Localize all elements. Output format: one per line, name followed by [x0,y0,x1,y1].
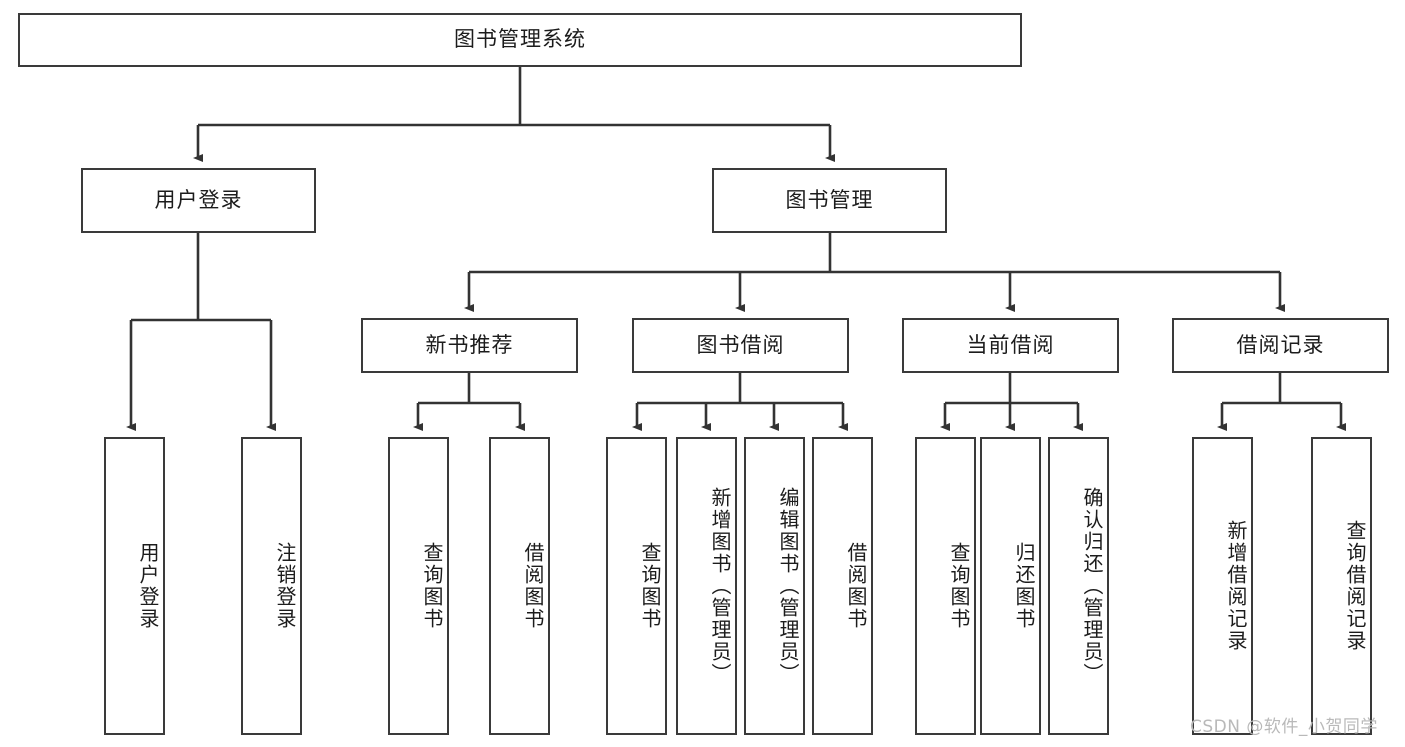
leaf-current-confirm-return-admin[interactable]: 确认归还（管理员） [1048,437,1109,735]
node-label: 查询图书 [420,542,444,630]
csdn-watermark: CSDN @软件_小贺同学 [1190,717,1378,737]
node-new-book-recommend[interactable]: 新书推荐 [361,318,578,373]
node-label: 新增借阅记录 [1224,520,1248,652]
leaf-record-query[interactable]: 查询借阅记录 [1311,437,1372,735]
node-borrow-record[interactable]: 借阅记录 [1172,318,1389,373]
node-user-login[interactable]: 用户登录 [81,168,316,233]
node-label: 新书推荐 [425,332,514,357]
leaf-current-query-book[interactable]: 查询图书 [915,437,976,735]
node-label: 图书管理系统 [454,27,586,52]
leaf-borrow-add-book-admin[interactable]: 新增图书（管理员） [676,437,737,735]
leaf-borrow-edit-book-admin[interactable]: 编辑图书（管理员） [744,437,805,735]
node-label: 注销登录 [273,542,297,630]
node-label: 借阅记录 [1236,332,1325,357]
node-label: 确认归还（管理员） [1080,487,1104,685]
node-label: 当前借阅 [966,332,1055,357]
node-book-borrow[interactable]: 图书借阅 [632,318,849,373]
node-label: 用户登录 [154,187,243,212]
leaf-new-book-query[interactable]: 查询图书 [388,437,449,735]
leaf-new-book-borrow[interactable]: 借阅图书 [489,437,550,735]
node-root-system[interactable]: 图书管理系统 [18,13,1022,67]
node-label: 查询图书 [638,542,662,630]
leaf-user-logout[interactable]: 注销登录 [241,437,302,735]
leaf-borrow-borrow-book[interactable]: 借阅图书 [812,437,873,735]
node-label: 编辑图书（管理员） [776,487,800,685]
node-label: 归还图书 [1012,542,1036,630]
node-label: 新增图书（管理员） [708,487,732,685]
node-label: 借阅图书 [521,542,545,630]
leaf-borrow-query-book[interactable]: 查询图书 [606,437,667,735]
node-label: 查询图书 [947,542,971,630]
node-current-borrow[interactable]: 当前借阅 [902,318,1119,373]
leaf-user-login[interactable]: 用户登录 [104,437,165,735]
node-label: 查询借阅记录 [1343,520,1367,652]
node-label: 用户登录 [136,542,160,630]
node-label: 图书管理 [785,187,874,212]
node-book-management[interactable]: 图书管理 [712,168,947,233]
node-label: 借阅图书 [844,542,868,630]
leaf-record-add[interactable]: 新增借阅记录 [1192,437,1253,735]
leaf-current-return-book[interactable]: 归还图书 [980,437,1041,735]
node-label: 图书借阅 [696,332,785,357]
